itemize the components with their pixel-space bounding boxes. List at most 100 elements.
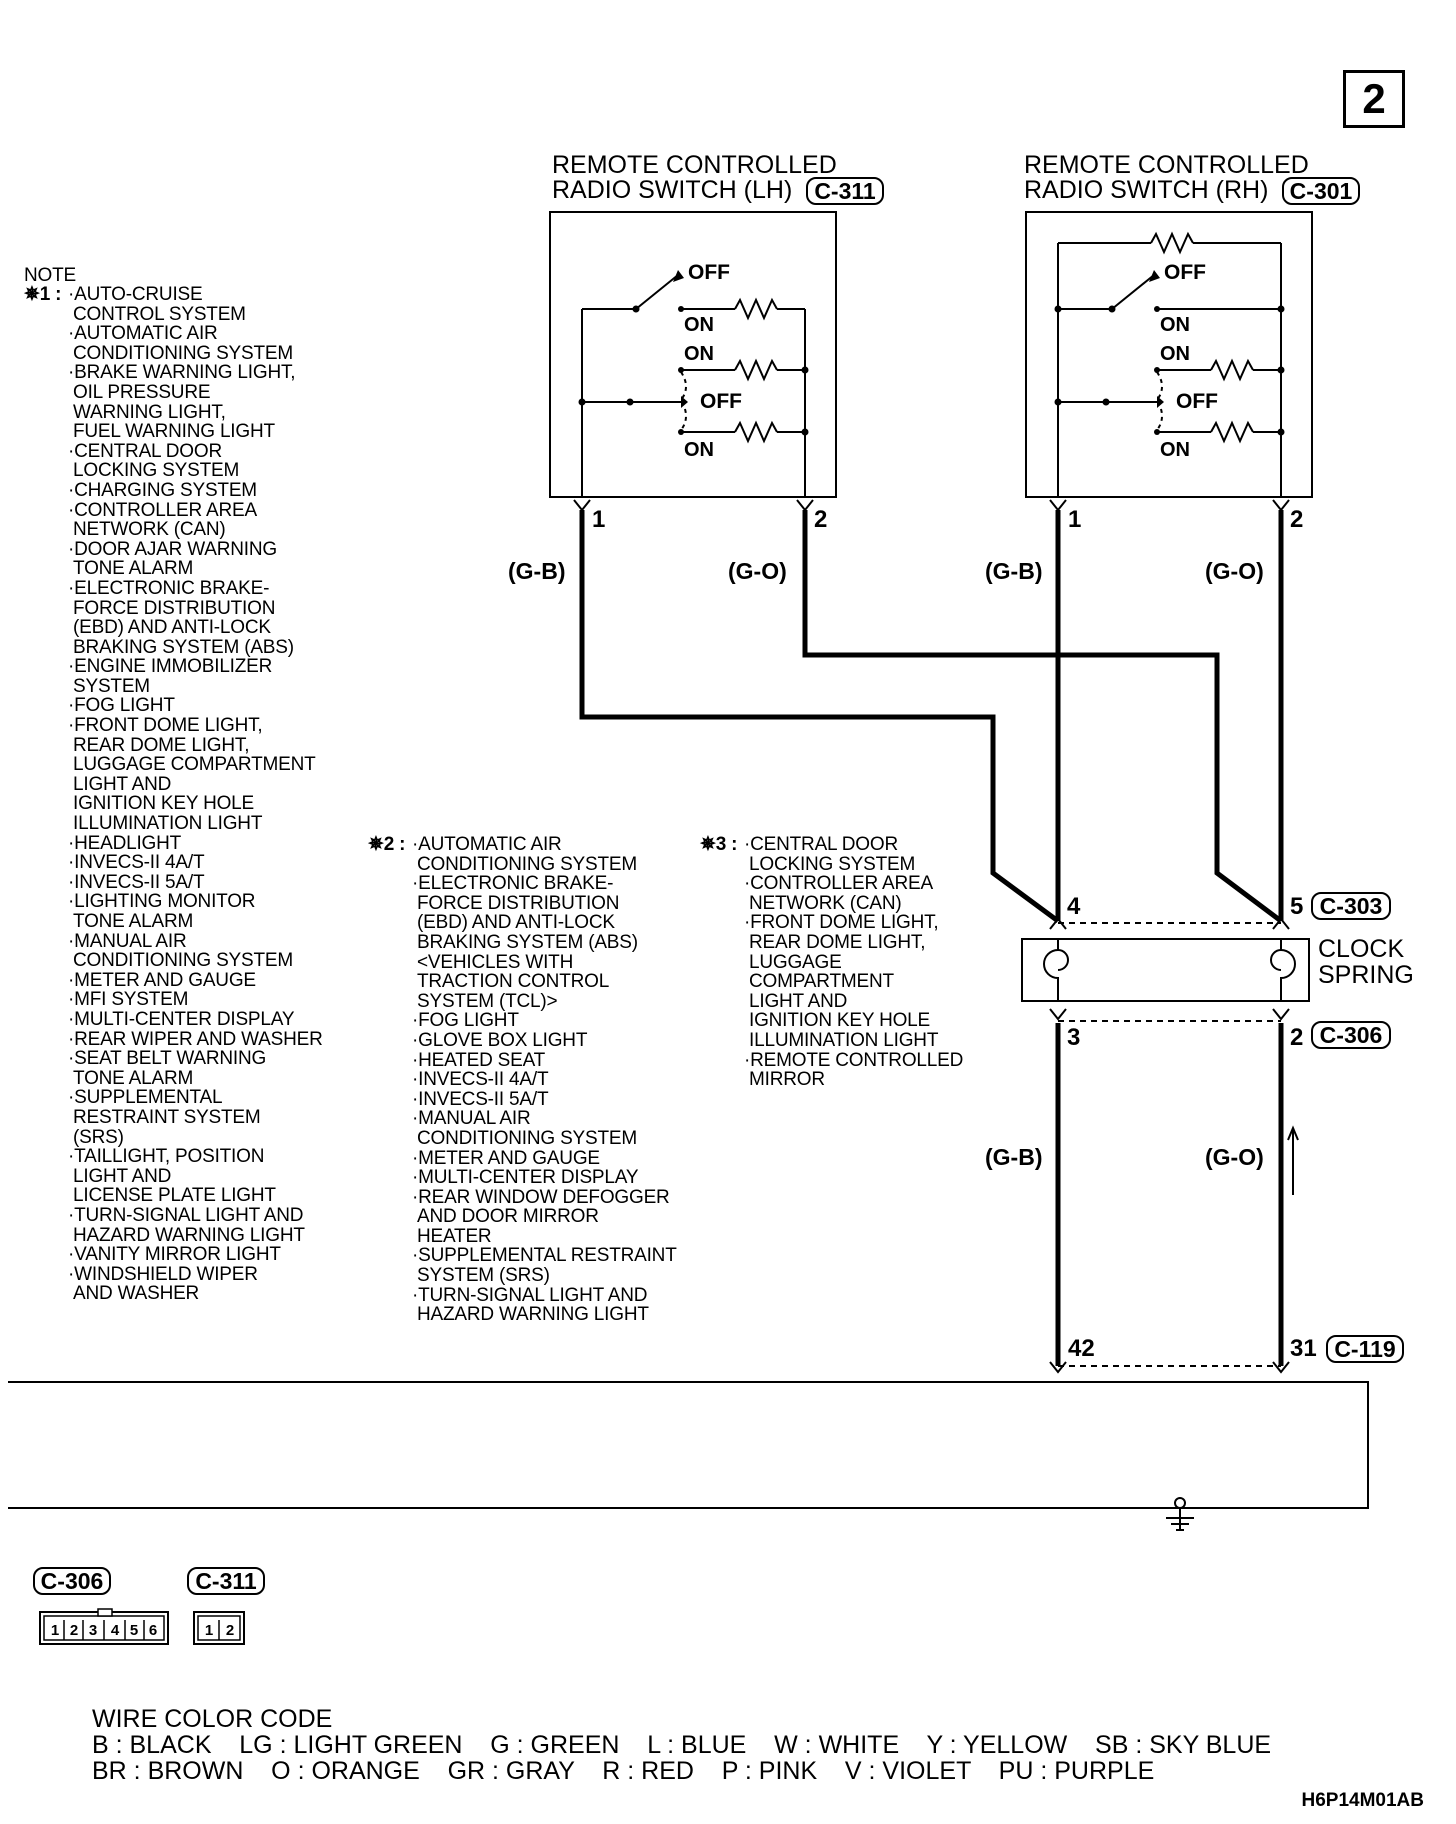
note-n1-item: ·AUTOMATIC AIR (68, 323, 218, 345)
note-n3-item: LUGGAGE (749, 951, 842, 973)
lh-wire-right: (G-O) (728, 558, 787, 584)
connector-view-c306-label: C-306 (41, 1568, 104, 1594)
note-n2-item: (EBD) AND ANTI-LOCK (417, 912, 615, 934)
cs-top-connector-badge (1311, 892, 1391, 920)
note-n1-item: ·SEAT BELT WARNING (68, 1048, 267, 1070)
note-n1-item: ·ENGINE IMMOBILIZER (68, 656, 273, 678)
rh-sw2-on-bottom-label: ON (1160, 439, 1190, 461)
ecu-outline (8, 1381, 1369, 1509)
note-3-marker: ✵3 : (700, 834, 738, 855)
cs-bottom-pin-left: 3 (1067, 1024, 1080, 1051)
rh-connector-label: C-301 (1290, 178, 1353, 204)
wire-color-code-row2: BR : BROWN O : ORANGE GR : GRAY R : RED … (92, 1757, 1155, 1785)
note-n2-item: AND DOOR MIRROR (417, 1206, 599, 1228)
note-n3-item: NETWORK (CAN) (749, 892, 902, 914)
note-n3-item: COMPARTMENT (749, 971, 894, 993)
note-n1-item: LUGGAGE COMPARTMENT (73, 754, 316, 776)
note-n1-item: ·CHARGING SYSTEM (68, 479, 257, 501)
ecu-connector-badge (1326, 1335, 1404, 1363)
connector-view-c311-label: C-311 (195, 1568, 257, 1594)
note-n2-item: ·INVECS-II 4A/T (412, 1069, 549, 1091)
note-n1-item: ·ELECTRONIC BRAKE- (68, 577, 270, 599)
note-n3-item: ·REMOTE CONTROLLED (744, 1049, 964, 1071)
ecu-pin-left: 42 (1068, 1335, 1095, 1362)
rh-sw1-on-label: ON (1160, 314, 1190, 336)
c306-pin-4: 4 (111, 1622, 120, 1639)
rh-connector-badge (1282, 177, 1360, 205)
note-n1-item: ·DOOR AJAR WARNING (68, 538, 277, 560)
lh-sw2-off-label: OFF (700, 390, 742, 413)
note-n2-item: ·MANUAL AIR (412, 1108, 531, 1130)
current-direction-arrow (1287, 1125, 1299, 1195)
note-n1-item: ·FRONT DOME LIGHT, (68, 715, 263, 737)
rh-switch-box (1025, 211, 1313, 498)
note-n1-item: TONE ALARM (73, 558, 194, 580)
note-n1-item: (SRS) (73, 1126, 124, 1148)
note-n1-item: ·HEADLIGHT (68, 832, 182, 854)
note-n1-item: ·VANITY MIRROR LIGHT (68, 1244, 281, 1266)
wires (579, 510, 1284, 1366)
note-n3-item: ·FRONT DOME LIGHT, (744, 912, 939, 934)
lh-connector-badge (806, 177, 884, 205)
note-n2-item: ·ELECTRONIC BRAKE- (412, 873, 614, 895)
note-n2-item: SYSTEM (TCL)> (417, 990, 558, 1012)
note-n1-item: ·CONTROLLER AREA (68, 499, 257, 521)
radio-switch-lh: REMOTE CONTROLLED RADIO SWITCH (LH) C-31… (508, 151, 884, 584)
note-n1-item: ·SUPPLEMENTAL (68, 1087, 223, 1109)
rh-title-line1: REMOTE CONTROLLED (1024, 151, 1309, 179)
note-n2-item: HEATER (417, 1225, 492, 1247)
ground-icon (1166, 1497, 1194, 1531)
note-n1-item: FORCE DISTRIBUTION (73, 597, 276, 619)
note-n1-item: CONDITIONING SYSTEM (73, 950, 293, 972)
note-n3-item: ·CENTRAL DOOR (744, 834, 898, 855)
radio-switch-rh: REMOTE CONTROLLED RADIO SWITCH (RH) C-30… (985, 151, 1360, 584)
note-n1-item: FUEL WARNING LIGHT (73, 421, 275, 443)
note-n1-item: OIL PRESSURE (73, 381, 211, 403)
note-n2-item: BRAKING SYSTEM (ABS) (417, 931, 638, 953)
rh-wire-left: (G-B) (985, 558, 1042, 584)
lh-sw2-on-bottom-label: ON (684, 439, 714, 461)
note-n1-item: ·LIGHTING MONITOR (68, 891, 256, 913)
c306-pin-3: 3 (89, 1622, 97, 1639)
rh-sw1-off-label: OFF (1164, 261, 1206, 284)
note-n1-item: TONE ALARM (73, 911, 194, 932)
note-n1-item: LOCKING SYSTEM (73, 460, 240, 482)
wire-lh-go (802, 510, 1283, 923)
rh-wire-right: (G-O) (1205, 558, 1264, 584)
c306-pin-6: 6 (149, 1622, 157, 1639)
lh-connector-label: C-311 (814, 178, 876, 204)
cs-top-pin-right: 5 (1290, 893, 1303, 920)
note-n3-item: LIGHT AND (749, 990, 848, 1012)
c311-pin-1: 1 (205, 1622, 213, 1639)
rh-pin-left: 1 (1068, 506, 1081, 533)
note-n2-item: ·MULTI-CENTER DISPLAY (412, 1167, 639, 1189)
note-n1-item: SYSTEM (73, 675, 150, 697)
c306-pin-1: 1 (51, 1622, 59, 1639)
page-number: 2 (1343, 70, 1405, 128)
note-n3-item: LOCKING SYSTEM (749, 853, 916, 875)
lh-title-line1: REMOTE CONTROLLED (552, 151, 837, 179)
cs-label-line2: SPRING (1318, 961, 1414, 989)
wire-lh-gb (579, 510, 1060, 924)
lh-sw2-on-top-label: ON (684, 343, 714, 365)
note-n1-item: ·AUTO-CRUISE (68, 284, 203, 305)
note-n1-item: ·MFI SYSTEM (68, 989, 189, 1011)
note-n3-item: ILLUMINATION LIGHT (749, 1029, 939, 1051)
cs-bottom-connector-badge (1311, 1021, 1391, 1049)
wire-color-code-row1: B : BLACK LG : LIGHT GREEN G : GREEN L :… (92, 1731, 1272, 1759)
c311-pin-2: 2 (226, 1622, 234, 1639)
note-n1-item: LIGHT AND (73, 773, 172, 795)
rh-sw2-off-label: OFF (1176, 390, 1218, 413)
note-n1-item: (EBD) AND ANTI-LOCK (73, 617, 271, 639)
lh-title-line2: RADIO SWITCH (LH) (552, 176, 792, 204)
lh-wire-left: (G-B) (508, 558, 565, 584)
ecu-connector: 42 31 C-119 (8, 1335, 1404, 1531)
note-n1-item: AND WASHER (73, 1283, 200, 1305)
c306-pin-2: 2 (70, 1622, 78, 1639)
note-n1-item: LIGHT AND (73, 1165, 172, 1187)
note-n2-item: TRACTION CONTROL (417, 971, 610, 993)
